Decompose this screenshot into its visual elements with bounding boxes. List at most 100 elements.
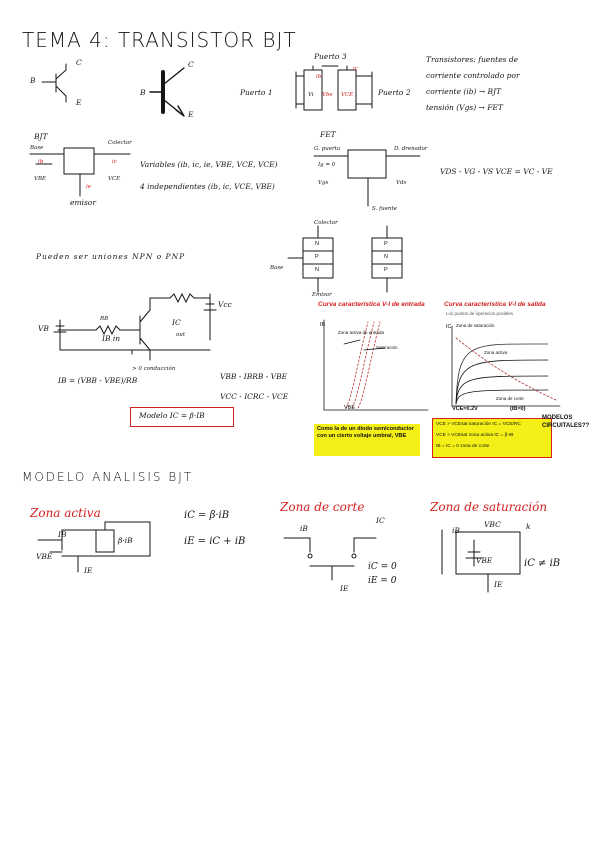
fet-source: S. fuente bbox=[372, 206, 397, 212]
corte-ie: IE bbox=[340, 584, 349, 593]
yellow-note-entrada: Como la de un diodo semiconductor con un… bbox=[314, 424, 420, 456]
npn-colector: Colector bbox=[314, 220, 338, 226]
corte-ic: IC bbox=[376, 516, 385, 525]
corte-eq-2: iE = 0 bbox=[368, 576, 397, 586]
salida-zone-line-1: VCE > VCEsat saturación IC = VCE/RC bbox=[436, 422, 521, 427]
chart-salida-note: Los puntos de operación posibles bbox=[446, 311, 514, 316]
npn-emisor: Emisor bbox=[312, 292, 332, 298]
bjt-vars-line-1: Variables (ib, ic, ie, VBE, VCE, VCE) bbox=[140, 160, 278, 169]
bjt-colector: Colector bbox=[108, 140, 132, 146]
circuit-rb: RB bbox=[100, 316, 109, 322]
page-title: TEMA 4: TRANSISTOR BJT bbox=[22, 28, 297, 52]
activa-ie: IE bbox=[84, 566, 93, 575]
zona-saturacion-diagram bbox=[441, 529, 521, 593]
activa-eq-1: iC = β·iB bbox=[184, 510, 230, 521]
circuit-ic: IC bbox=[172, 318, 181, 327]
chart-entrada-ib: IB bbox=[320, 322, 326, 328]
pnp-layer-3: P bbox=[384, 267, 388, 273]
salida-zone-line-3: IB = IC = 0 zona de corte bbox=[436, 444, 490, 449]
sat-k: k bbox=[526, 522, 531, 531]
note-line-4: tensión (Vgs) → FET bbox=[426, 103, 503, 112]
pnp-layer-2: N bbox=[384, 254, 388, 260]
chart-salida-zone-1: Zona de saturación bbox=[456, 323, 495, 328]
note-line-1: Transistores: fuentes de bbox=[426, 55, 519, 64]
port-vbe: Vbe bbox=[322, 92, 333, 98]
activa-ib: IB bbox=[58, 530, 67, 539]
fet-equation: VDS - VG - VS VCE = VC - VE bbox=[440, 167, 553, 176]
sat-ie: IE bbox=[494, 580, 503, 589]
loop-eq-2: VCC - ICRC - VCE bbox=[220, 392, 289, 401]
sat-eq: iC ≠ iB bbox=[524, 558, 561, 569]
fet-label: FET bbox=[320, 130, 336, 139]
chart-salida-title: Curva característica V-I de salida bbox=[444, 301, 546, 308]
npn-layer-3: N bbox=[315, 267, 319, 273]
chart-salida-vce: VCE=0.2V bbox=[452, 406, 478, 412]
bjt-base: Base bbox=[30, 145, 44, 151]
zona-activa-diagram bbox=[37, 521, 151, 573]
bjt-vars-line-2: 4 independientes (ib, ic, VCE, VBE) bbox=[140, 182, 275, 191]
sat-vbe: VBE bbox=[476, 556, 493, 565]
pin-b-label-2: B bbox=[140, 88, 146, 97]
modelos-circuitales-note: MODELOS CIRCUITALES?? bbox=[542, 415, 590, 429]
yellow-note-salida: VCE > VCEsat saturación IC = VCE/RC VCE … bbox=[432, 418, 552, 458]
bjt-label: BJT bbox=[34, 132, 48, 141]
pueden-ser-text: Pueden ser uniones NPN o PNP bbox=[36, 252, 186, 261]
port-diagram bbox=[295, 65, 373, 111]
zona-corte-diagram bbox=[283, 537, 377, 581]
note-line-3: corriente (ib) → BJT bbox=[426, 87, 502, 96]
pin-e-label-2: E bbox=[188, 110, 194, 119]
note-line-2: corriente controlado por bbox=[426, 71, 520, 80]
bjt-vbe: VBE bbox=[34, 176, 47, 182]
corte-ib: iB bbox=[300, 524, 308, 533]
conduccion-note: > 0 conducción bbox=[132, 366, 176, 372]
sat-vbc: VBC bbox=[484, 520, 501, 529]
bjt-emisor: emisor bbox=[70, 198, 96, 207]
loop-eq-1: VBB - IBRB - VBE bbox=[220, 372, 288, 381]
circuit-vb: VB bbox=[38, 324, 49, 333]
pin-e-label: E bbox=[76, 98, 82, 107]
salida-zone-line-2: VCE ≈ VCEsat zona activa IC = β·IB bbox=[436, 433, 514, 438]
chart-salida-ib0: (IB=0) bbox=[510, 406, 526, 412]
chart-salida-zone-3: Zona de corte bbox=[496, 396, 524, 401]
corte-eq-1: iC = 0 bbox=[368, 562, 397, 572]
yellow-note-entrada-text: Como la de un diodo semiconductor con un… bbox=[317, 426, 414, 439]
fet-vds: Vds bbox=[396, 180, 407, 186]
pin-c-label: C bbox=[76, 58, 82, 67]
npn-layer-1: N bbox=[315, 241, 319, 247]
bjt-block-diagram bbox=[29, 147, 131, 197]
zona-saturacion-title: Zona de saturación bbox=[430, 500, 548, 514]
puerto-tres-label: Puerto 3 bbox=[314, 52, 347, 61]
chart-entrada-note-2: Saturación bbox=[376, 345, 398, 350]
chart-salida-axes bbox=[451, 325, 561, 407]
port-ic: ic bbox=[353, 66, 358, 72]
ib-formula: IB = (VBB - VBE)/RB bbox=[58, 376, 138, 385]
bias-circuit bbox=[53, 292, 217, 361]
chart-salida-zone-2: Zona activa bbox=[484, 350, 508, 355]
npn-stack bbox=[287, 225, 334, 293]
modelo-formula: Modelo IC = β·IB bbox=[139, 411, 205, 420]
bjt-vce: VCE bbox=[108, 176, 121, 182]
transistor-symbol-bold bbox=[149, 67, 185, 117]
fet-ig: Ig = 0 bbox=[318, 162, 336, 168]
port-ib: ib bbox=[316, 74, 322, 80]
pnp-stack bbox=[371, 225, 403, 293]
chart-entrada-axes bbox=[323, 319, 429, 411]
chart-entrada-note-1: Zona activa de entrada bbox=[338, 330, 385, 335]
circuit-vcc: Vcc bbox=[218, 300, 232, 309]
pin-b-label: B bbox=[30, 76, 36, 85]
npn-layer-2: P bbox=[315, 254, 319, 260]
puerto-dos-label: Puerto 2 bbox=[378, 88, 411, 97]
circuit-out: out bbox=[176, 332, 186, 338]
activa-eq-2: iE = iC + iB bbox=[184, 536, 246, 547]
bjt-ib: ib bbox=[38, 159, 44, 165]
modelo-box: Modelo IC = β·IB bbox=[130, 407, 234, 427]
port-vce: VCE bbox=[341, 92, 354, 98]
chart-entrada-vbe: VBE bbox=[344, 405, 356, 411]
sat-ib: iB bbox=[452, 526, 460, 535]
zona-activa-title: Zona activa bbox=[30, 506, 101, 520]
chart-entrada-title: Curva característica V-I de entrada bbox=[318, 301, 425, 308]
bjt-ie: ie bbox=[86, 184, 92, 190]
fet-gate: G. puerta bbox=[314, 146, 341, 152]
fet-vgs: Vgs bbox=[318, 180, 329, 186]
